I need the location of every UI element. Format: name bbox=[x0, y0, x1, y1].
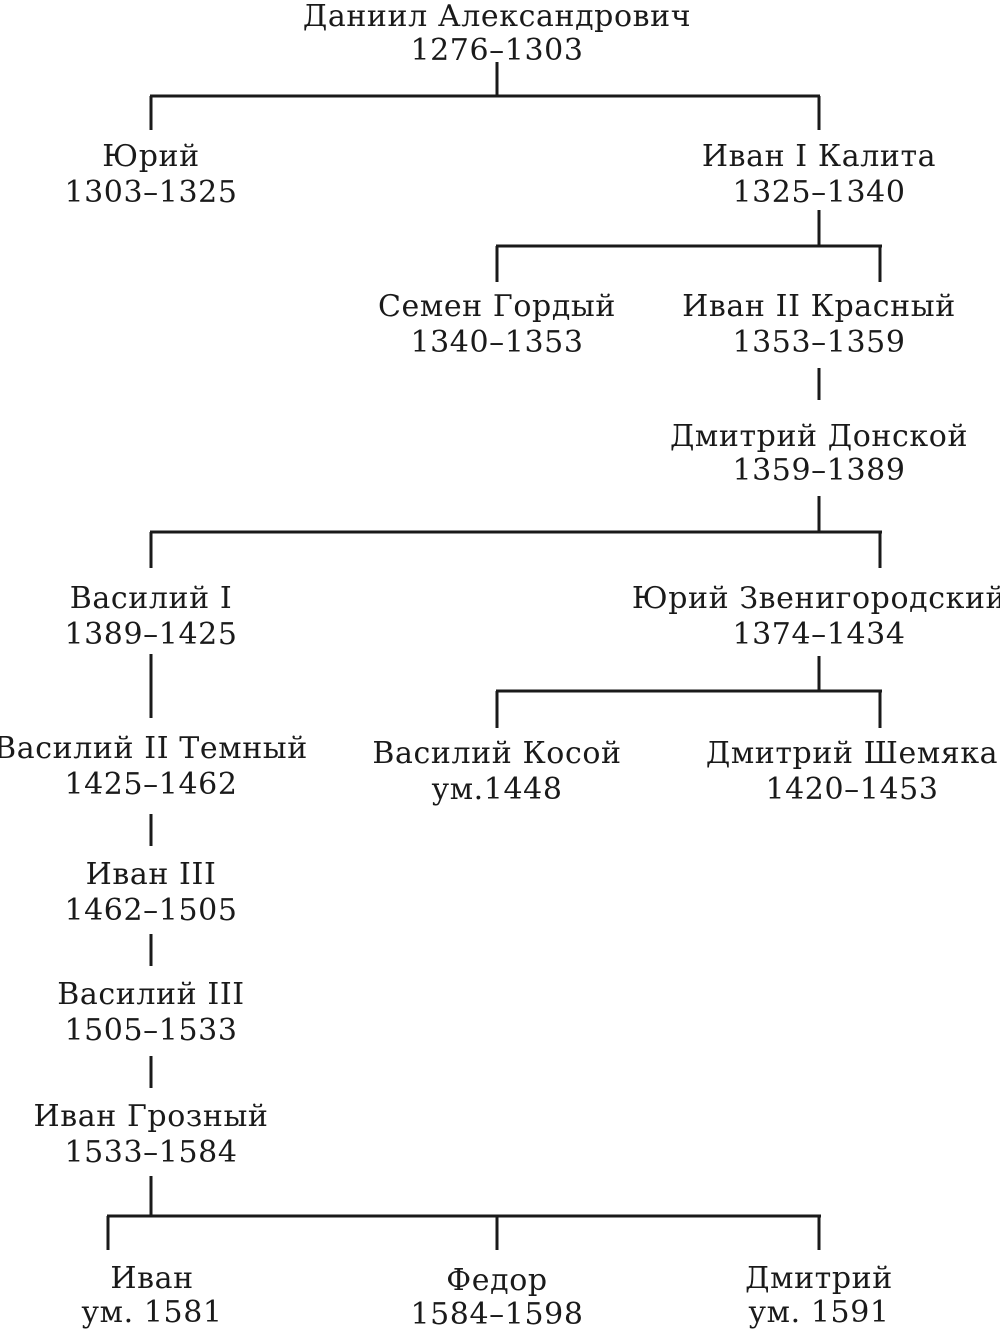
node-years: 1340–1353 bbox=[410, 325, 583, 360]
node-years: ум.1448 bbox=[431, 772, 562, 807]
node-name: Василий Косой bbox=[372, 736, 621, 771]
node-daniil: Даниил Александрович 1276–1303 bbox=[303, 0, 691, 68]
node-vasili2: Василий II Темный 1425–1462 bbox=[0, 731, 308, 802]
node-years: 1303–1325 bbox=[64, 175, 237, 210]
node-name: Василий II Темный bbox=[0, 731, 308, 766]
node-semen: Семен Гордый 1340–1353 bbox=[378, 289, 616, 360]
node-name: Дмитрий Шемяка bbox=[706, 736, 998, 771]
node-name: Василий III bbox=[57, 977, 244, 1012]
node-years: 1505–1533 bbox=[64, 1013, 237, 1048]
node-ivan3: Иван III 1462–1505 bbox=[64, 857, 237, 928]
node-years: ум. 1581 bbox=[81, 1295, 222, 1329]
node-name: Иван I Калита bbox=[702, 139, 936, 174]
node-years: 1325–1340 bbox=[732, 175, 905, 210]
node-years: ум. 1591 bbox=[748, 1295, 889, 1329]
node-yuri: Юрий 1303–1325 bbox=[64, 139, 237, 210]
node-years: 1533–1584 bbox=[64, 1135, 237, 1170]
node-years: 1389–1425 bbox=[64, 617, 237, 652]
node-name: Юрий bbox=[102, 139, 199, 174]
node-ivan-grozny: Иван Грозный 1533–1584 bbox=[33, 1099, 268, 1170]
node-name: Иван III bbox=[86, 857, 217, 892]
node-vasili-kosoi: Василий Косой ум.1448 bbox=[372, 736, 621, 807]
node-name: Василий I bbox=[70, 581, 233, 616]
node-ivan2: Иван II Красный 1353–1359 bbox=[682, 289, 956, 360]
node-name: Юрий Звенигородский bbox=[632, 581, 1000, 616]
node-name: Даниил Александрович bbox=[303, 0, 691, 34]
node-name: Иван II Красный bbox=[682, 289, 956, 324]
node-name: Федор bbox=[446, 1263, 547, 1298]
node-ivan-son: Иван ум. 1581 bbox=[81, 1261, 222, 1329]
node-dmitri-shemyaka: Дмитрий Шемяка 1420–1453 bbox=[706, 736, 998, 807]
node-years: 1584–1598 bbox=[410, 1297, 583, 1329]
node-years: 1359–1389 bbox=[732, 453, 905, 488]
node-name: Иван bbox=[110, 1261, 193, 1296]
tree-connectors bbox=[106, 62, 882, 1250]
node-ivan1: Иван I Калита 1325–1340 bbox=[702, 139, 936, 210]
node-years: 1353–1359 bbox=[732, 325, 905, 360]
node-years: 1374–1434 bbox=[732, 617, 905, 652]
node-dmitri-donskoi: Дмитрий Донской 1359–1389 bbox=[670, 419, 968, 488]
node-name: Дмитрий bbox=[745, 1261, 893, 1296]
node-yuri-zvenigorodsky: Юрий Звенигородский 1374–1434 bbox=[632, 581, 1000, 652]
node-dmitri-son: Дмитрий ум. 1591 bbox=[745, 1261, 893, 1329]
node-vasili3: Василий III 1505–1533 bbox=[57, 977, 244, 1048]
node-years: 1276–1303 bbox=[410, 33, 583, 68]
node-years: 1425–1462 bbox=[64, 767, 237, 802]
node-vasili1: Василий I 1389–1425 bbox=[64, 581, 237, 652]
node-years: 1420–1453 bbox=[765, 772, 938, 807]
node-name: Дмитрий Донской bbox=[670, 419, 968, 454]
node-name: Семен Гордый bbox=[378, 289, 616, 324]
node-years: 1462–1505 bbox=[64, 893, 237, 928]
node-name: Иван Грозный bbox=[33, 1099, 268, 1134]
node-fedor: Федор 1584–1598 bbox=[410, 1263, 583, 1329]
